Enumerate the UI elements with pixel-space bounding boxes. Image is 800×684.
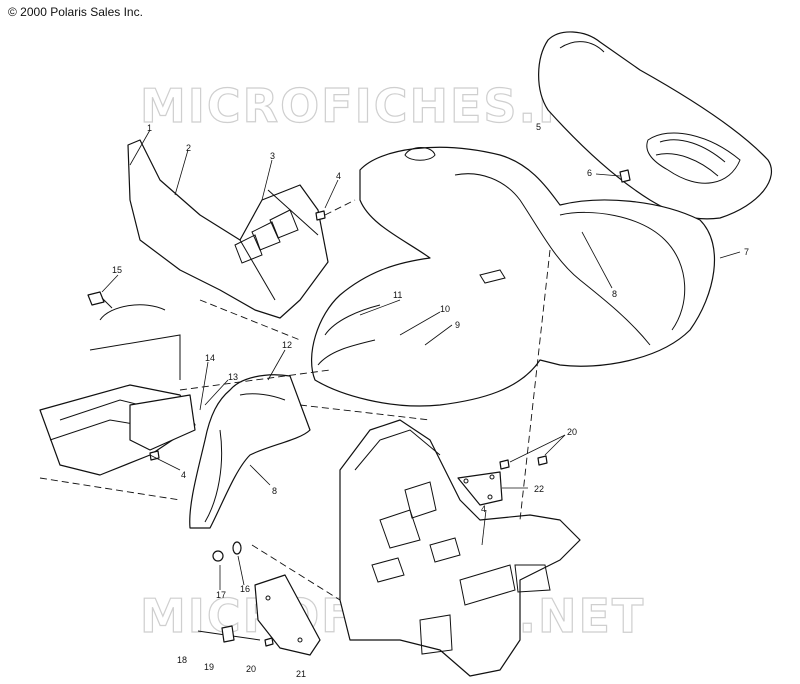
part-washer-16 bbox=[232, 541, 242, 555]
callout-11: 11 bbox=[393, 290, 402, 300]
callout-5: 5 bbox=[536, 122, 541, 132]
callout-10: 10 bbox=[440, 304, 450, 314]
callout-22: 22 bbox=[534, 484, 544, 494]
part-screw-4-top bbox=[315, 199, 356, 221]
callout-20-bottom: 20 bbox=[246, 664, 256, 674]
part-clip bbox=[595, 169, 631, 183]
callout-20-right: 20 bbox=[567, 427, 577, 437]
part-rear-fender bbox=[311, 146, 741, 407]
part-screw-20-right bbox=[499, 455, 548, 470]
callout-8-left: 8 bbox=[272, 486, 277, 496]
callout-7: 7 bbox=[744, 247, 749, 257]
part-screw-20-bottom bbox=[264, 637, 274, 647]
callout-13: 13 bbox=[228, 372, 238, 382]
part-bracket bbox=[457, 471, 528, 506]
callout-14: 14 bbox=[205, 353, 215, 363]
part-rod-18 bbox=[197, 625, 261, 643]
callout-6: 6 bbox=[587, 168, 592, 178]
callout-4-top: 4 bbox=[336, 171, 341, 181]
part-front-flap bbox=[189, 374, 311, 529]
callout-3: 3 bbox=[270, 151, 275, 161]
part-plate bbox=[254, 574, 321, 656]
part-screw-4-left bbox=[149, 450, 160, 461]
part-main-frame bbox=[339, 419, 581, 677]
callout-8-right: 8 bbox=[612, 289, 617, 299]
part-bolt-15 bbox=[87, 291, 113, 309]
callout-21: 21 bbox=[296, 669, 306, 679]
callout-2: 2 bbox=[186, 143, 191, 153]
part-footwell bbox=[39, 304, 196, 476]
copyright-text: © 2000 Polaris Sales Inc. bbox=[8, 5, 143, 19]
part-left-panel bbox=[127, 139, 329, 319]
part-rear-cover bbox=[538, 31, 773, 220]
callout-15: 15 bbox=[112, 265, 122, 275]
callout-9: 9 bbox=[455, 320, 460, 330]
callout-12: 12 bbox=[282, 340, 292, 350]
part-nut-17 bbox=[212, 550, 224, 562]
callout-17: 17 bbox=[216, 590, 226, 600]
callout-4-left: 4 bbox=[181, 470, 186, 480]
callout-19: 19 bbox=[204, 662, 214, 672]
callout-16: 16 bbox=[240, 584, 250, 594]
callout-1: 1 bbox=[147, 123, 152, 133]
callout-18: 18 bbox=[177, 655, 187, 665]
callout-4-bottom: 4 bbox=[481, 504, 486, 514]
